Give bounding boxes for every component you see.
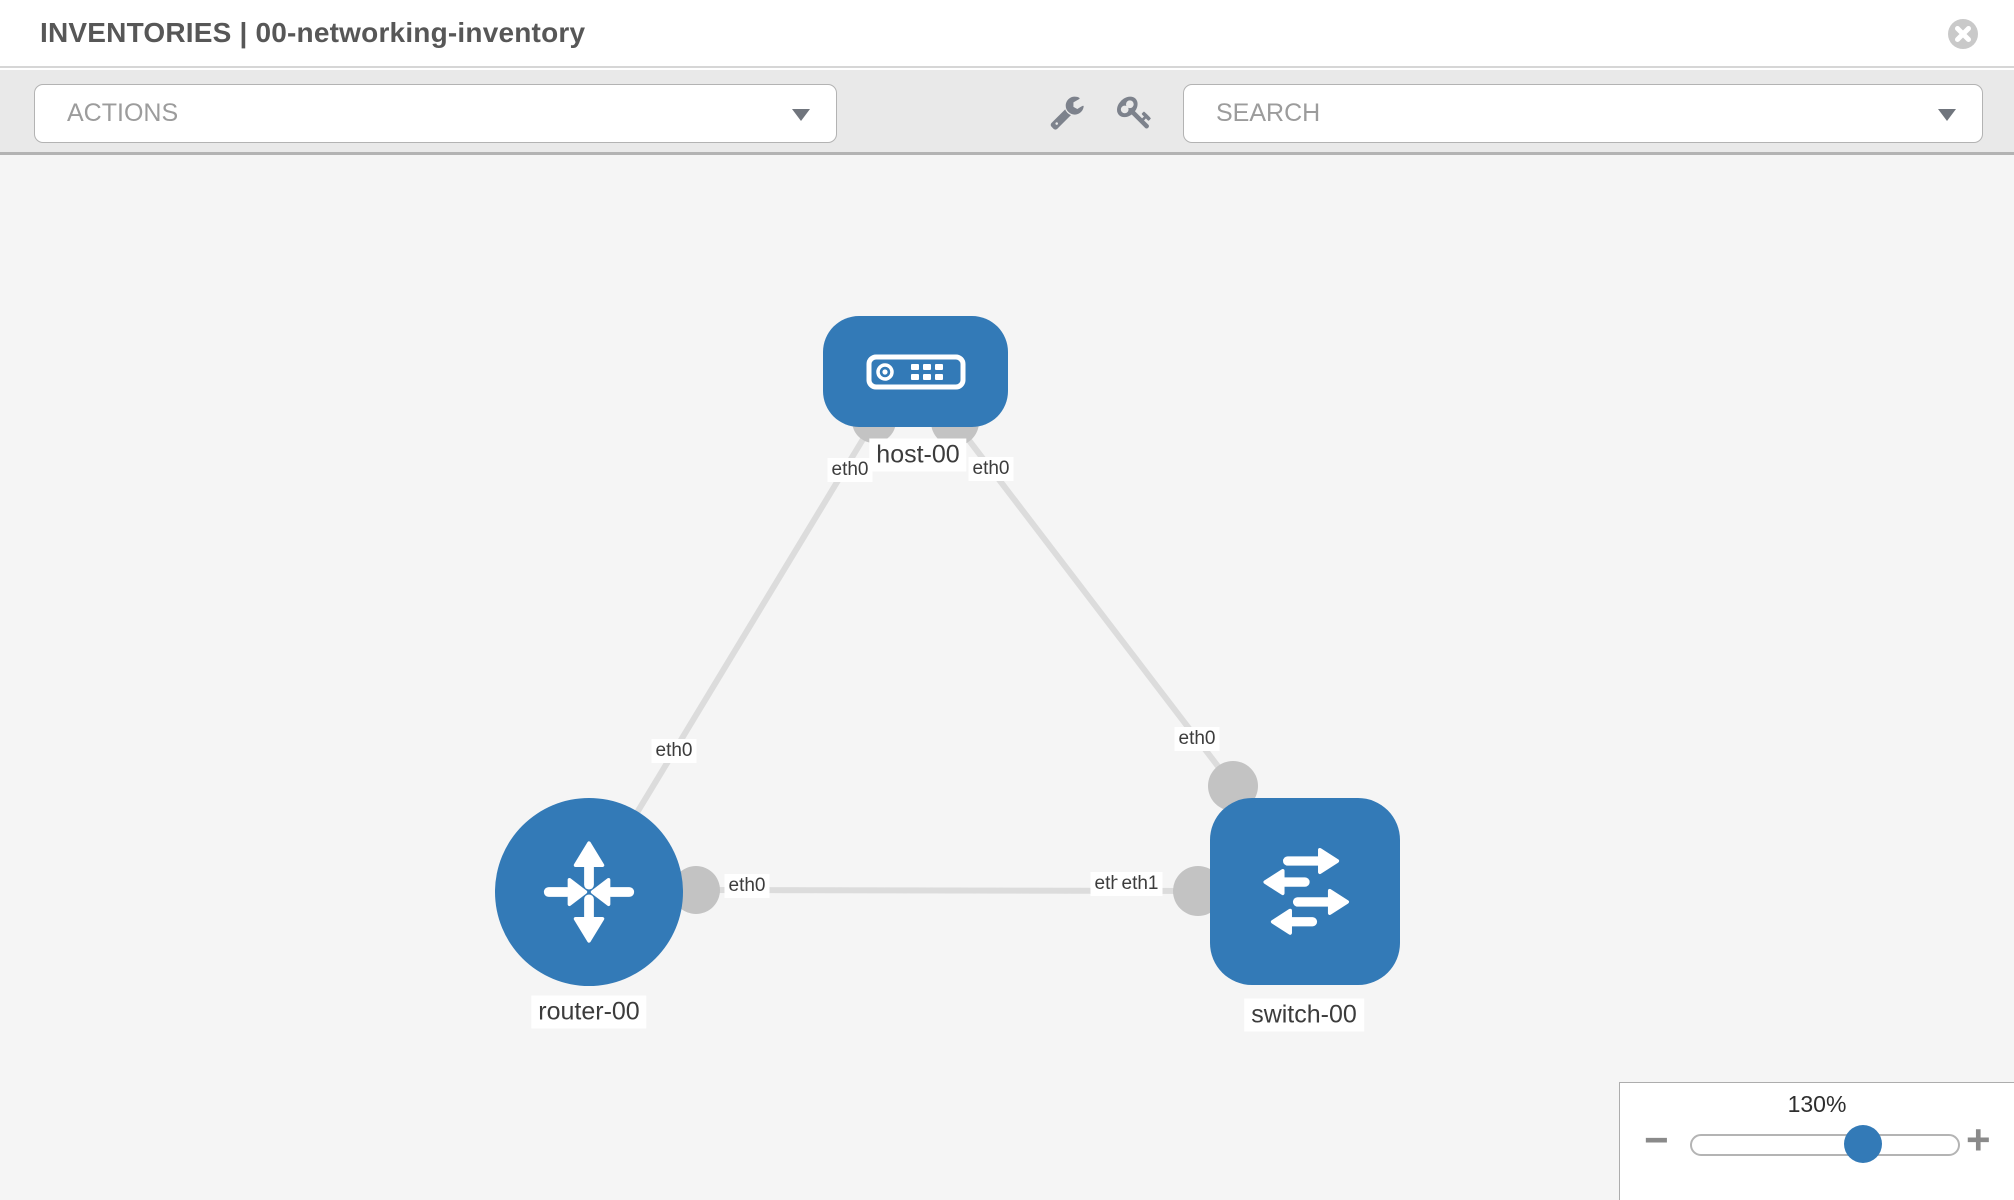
iface-label-router-right: eth0 [724, 874, 770, 898]
interface-endpoint [672, 866, 720, 914]
iface-label-router-top: eth0 [651, 739, 697, 763]
iface-label-host-left: eth0 [827, 458, 873, 482]
link-host-switch [952, 420, 1236, 788]
topology-canvas[interactable]: host-00 router-00 switch-00 eth0 eth0 et… [0, 155, 2014, 1200]
actions-dropdown[interactable]: ACTIONS [34, 84, 837, 143]
page-title: INVENTORIES | 00-networking-inventory [40, 17, 586, 48]
iface-label-host-right: eth0 [968, 457, 1014, 481]
close-icon[interactable] [1948, 19, 1978, 49]
title-bar: INVENTORIES | 00-networking-inventory [0, 0, 2014, 68]
toolbar: ACTIONS SEARCH [0, 70, 2014, 155]
node-host-00[interactable] [823, 316, 1008, 427]
search-dropdown[interactable]: SEARCH [1183, 84, 1983, 143]
zoom-slider-track[interactable] [1690, 1134, 1960, 1156]
chevron-down-icon [792, 109, 810, 121]
node-label-router: router-00 [531, 995, 647, 1029]
key-icon[interactable] [1117, 94, 1153, 130]
switch-icon [1263, 847, 1350, 935]
node-label-host: host-00 [869, 438, 967, 472]
node-router-00[interactable] [495, 798, 683, 986]
iface-label-switch-left: eth1 [1117, 872, 1163, 896]
actions-dropdown-label: ACTIONS [67, 99, 179, 127]
node-switch-00[interactable] [1210, 798, 1400, 985]
search-dropdown-label: SEARCH [1216, 99, 1321, 127]
host-icon [866, 354, 965, 389]
zoom-in-button[interactable]: + [1966, 1116, 1991, 1163]
zoom-slider-thumb[interactable] [1844, 1125, 1882, 1163]
chevron-down-icon [1938, 109, 1956, 121]
iface-label-switch-top: eth0 [1174, 727, 1220, 751]
node-label-switch: switch-00 [1244, 998, 1364, 1032]
wrench-icon[interactable] [1049, 94, 1085, 130]
topology-links-layer [586, 398, 1258, 916]
zoom-control-panel: 130% − + [1619, 1082, 2014, 1200]
router-icon [543, 841, 635, 943]
zoom-out-button[interactable]: − [1644, 1116, 1669, 1163]
zoom-value: 130% [1787, 1091, 1847, 1117]
